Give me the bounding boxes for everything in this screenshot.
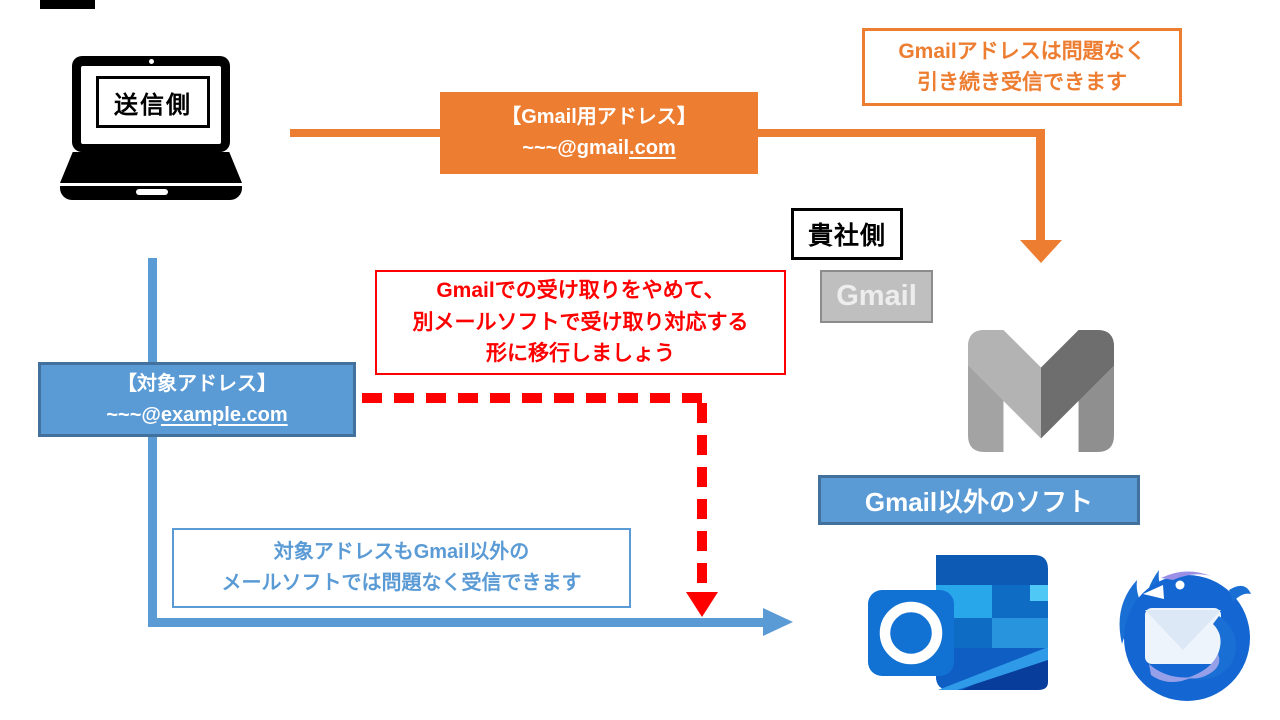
gmail-keep-note-line1: Gmailアドレスは問題なく bbox=[898, 39, 1146, 63]
gmail-label-text: Gmail bbox=[836, 280, 917, 312]
red-dashed-arrow-horizontal bbox=[362, 393, 707, 403]
target-address-title: 【対象アドレス】 bbox=[117, 372, 277, 395]
company-side-label: 貴社側 bbox=[791, 208, 903, 260]
migration-note-line3: 形に移行しましょう bbox=[486, 342, 675, 366]
laptop-base-notch bbox=[136, 189, 168, 195]
target-address-underlined: example.com bbox=[160, 403, 288, 426]
blue-arrow-vertical bbox=[148, 258, 157, 624]
gmail-label-box: Gmail bbox=[820, 270, 933, 323]
other-software-box: Gmail以外のソフト bbox=[818, 475, 1140, 525]
migration-note: Gmailでの受け取りをやめて、 別メールソフトで受け取り対応する 形に移行しま… bbox=[375, 270, 786, 375]
blue-arrow-horizontal bbox=[148, 618, 766, 627]
migration-note-line1: Gmailでの受け取りをやめて、 bbox=[436, 278, 725, 302]
target-address-box: 【対象アドレス】 ~~~@example.com bbox=[38, 362, 356, 437]
top-edge-artifact bbox=[40, 0, 95, 9]
gmail-address-underlined: .com bbox=[629, 137, 676, 159]
sender-label: 送信側 bbox=[96, 76, 210, 128]
target-ok-note: 対象アドレスもGmail以外の メールソフトでは問題なく受信できます bbox=[172, 528, 631, 608]
sender-label-text: 送信側 bbox=[114, 91, 192, 119]
target-ok-note-line1: 対象アドレスもGmail以外の bbox=[273, 541, 530, 563]
gmail-address-box: 【Gmail用アドレス】 ~~~@gmail.com bbox=[440, 92, 758, 174]
orange-arrow-vertical bbox=[1036, 129, 1045, 241]
gmail-address-value: ~~~@gmail.com bbox=[522, 137, 676, 159]
gmail-logo bbox=[968, 330, 1114, 452]
orange-arrowhead-icon bbox=[1020, 240, 1062, 263]
outlook-logo bbox=[868, 555, 1048, 690]
red-arrowhead-icon bbox=[686, 592, 718, 617]
migration-note-line2: 別メールソフトで受け取り対応する bbox=[412, 310, 749, 334]
target-ok-note-line2: メールソフトでは問題なく受信できます bbox=[221, 572, 582, 594]
laptop-webcam-dot bbox=[149, 59, 154, 64]
company-side-text: 貴社側 bbox=[807, 222, 886, 250]
blue-arrowhead-icon bbox=[763, 608, 793, 636]
gmail-keep-note: Gmailアドレスは問題なく 引き続き受信できます bbox=[862, 28, 1182, 106]
thunderbird-logo bbox=[1119, 570, 1251, 701]
red-dashed-arrow-vertical bbox=[697, 403, 707, 591]
gmail-address-title: 【Gmail用アドレス】 bbox=[501, 106, 697, 128]
gmail-keep-note-line2: 引き続き受信できます bbox=[917, 71, 1127, 94]
target-address-value: ~~~@example.com bbox=[106, 403, 288, 426]
other-software-text: Gmail以外のソフト bbox=[864, 486, 1094, 517]
laptop-base bbox=[60, 152, 242, 183]
